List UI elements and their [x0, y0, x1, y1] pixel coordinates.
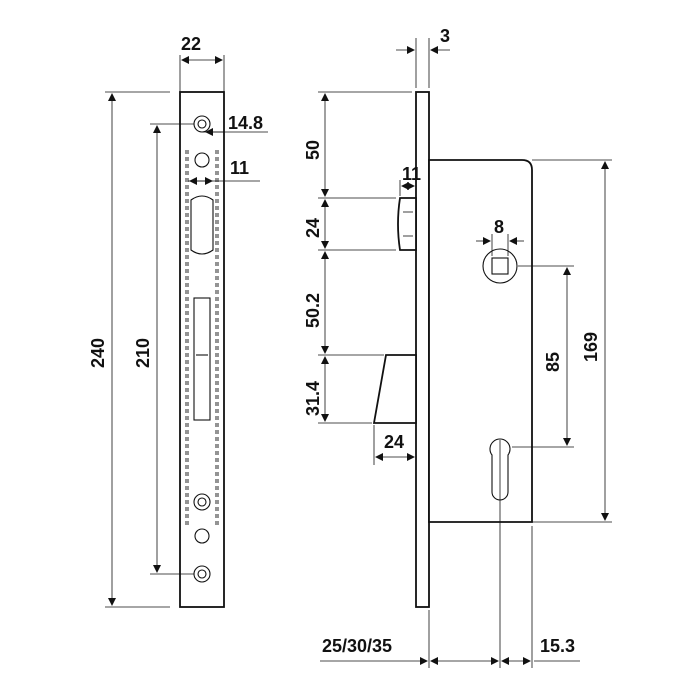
spindle-square	[491, 257, 509, 275]
label-case-height: 169	[581, 332, 601, 362]
label-screw-spacing: 210	[133, 338, 153, 368]
dim-left-chain: 50 24 50.2 31.4	[303, 91, 412, 424]
lock-side-view	[372, 91, 533, 608]
label-bolt-projection: 24	[384, 432, 404, 452]
bolt-window	[193, 297, 211, 421]
dead-bolt	[372, 354, 417, 424]
label-latch-height: 24	[303, 218, 323, 238]
label-backset: 25/30/35	[322, 636, 392, 656]
latch	[397, 197, 417, 251]
label-slot-offset: 11	[230, 158, 249, 178]
dim-faceplate-width: 22	[179, 34, 225, 92]
dim-screw-offset: 14.8	[202, 113, 268, 136]
label-faceplate-height: 240	[88, 338, 108, 368]
dim-plate-thickness: 3	[396, 26, 450, 88]
dim-faceplate-height: 240	[88, 91, 170, 608]
label-spindle-size: 8	[494, 217, 504, 237]
label-latch-top-offset: 50	[303, 140, 323, 160]
faceplate-front-view	[179, 91, 225, 608]
lock-case	[428, 159, 533, 523]
cylinder-keyhole	[489, 438, 511, 501]
dim-screw-spacing: 210	[133, 123, 194, 575]
label-bolt-height: 31.4	[303, 381, 323, 416]
label-screw-offset: 14.8	[228, 113, 263, 133]
label-faceplate-width: 22	[181, 34, 201, 54]
label-case-depth-to-cylinder: 15.3	[540, 636, 575, 656]
dim-spindle-size: 8	[476, 217, 524, 256]
label-latch-to-bolt-gap: 50.2	[303, 293, 323, 328]
lower-screw-hole	[193, 493, 211, 511]
lower-hole	[194, 528, 210, 544]
label-spindle-to-cylinder: 85	[543, 352, 563, 372]
dim-slot-offset: 11	[188, 158, 260, 185]
label-plate-thickness: 3	[440, 26, 450, 46]
dim-latch-projection: 11	[399, 164, 421, 196]
dim-spindle-to-cylinder: 85	[512, 265, 574, 448]
upper-hole	[194, 152, 210, 168]
dim-bolt-projection: 24	[373, 425, 415, 465]
label-latch-projection: 11	[402, 164, 421, 184]
dim-bottom-chain: 25/30/35 15.3	[320, 440, 580, 668]
dim-case-height: 169	[532, 159, 612, 523]
latch-window	[190, 195, 214, 255]
spindle-hub	[482, 248, 518, 284]
